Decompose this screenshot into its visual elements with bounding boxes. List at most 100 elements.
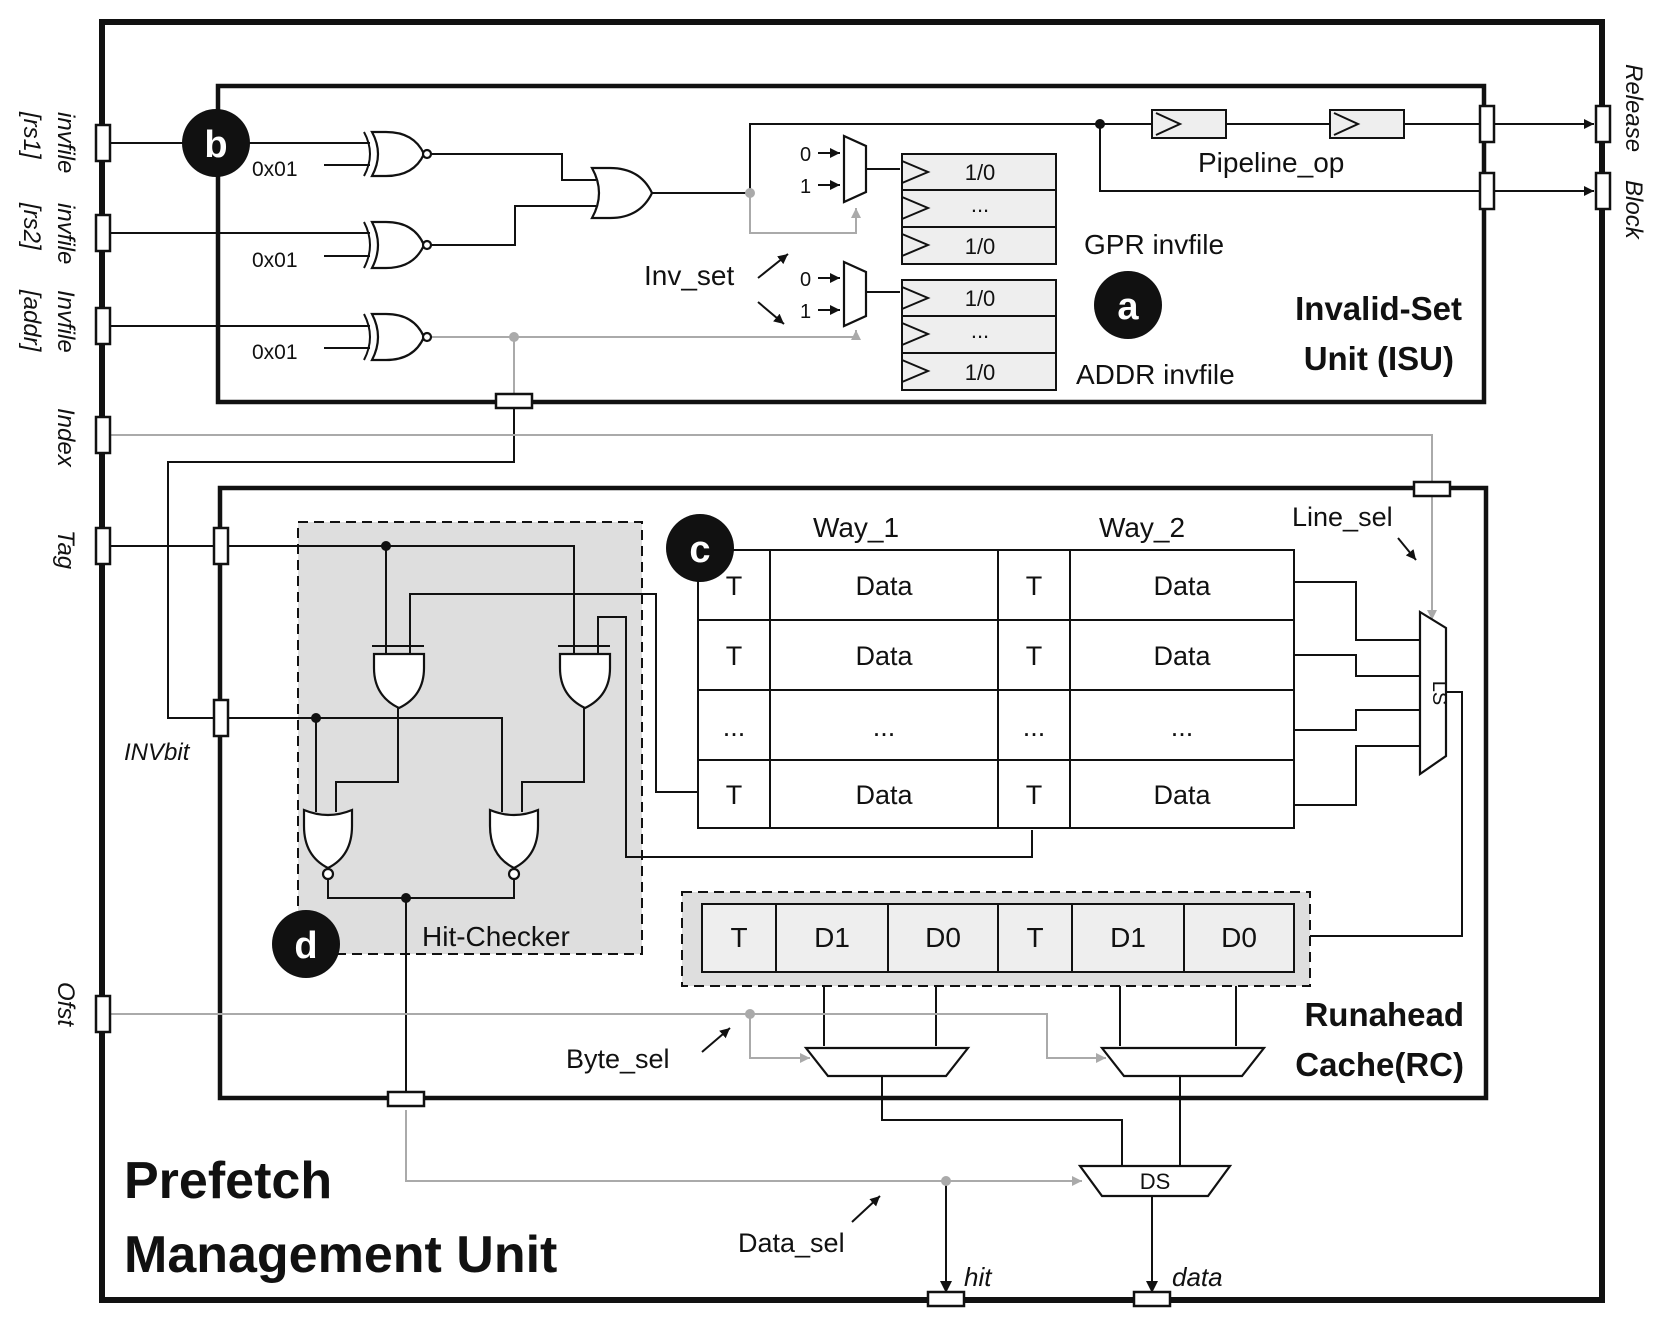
- const-label-1: 0x01: [252, 158, 298, 181]
- const-label-2: 0x01: [252, 249, 298, 272]
- badge-a: a: [1094, 271, 1162, 339]
- port-label-hit: hit: [964, 1262, 993, 1292]
- svg-text:D0: D0: [925, 922, 961, 953]
- gpr-bit-1: 1/0: [965, 160, 996, 185]
- line-sel-label: Line_sel: [1292, 502, 1393, 532]
- isu-block: [215, 83, 1487, 405]
- port-labels-right: Release Block: [1620, 64, 1647, 241]
- svg-text:...: ...: [723, 712, 746, 742]
- port-label-rs2-a: invfile: [52, 203, 79, 264]
- byte-sel-label: Byte_sel: [566, 1044, 670, 1074]
- port-label-release: Release: [1620, 64, 1647, 152]
- addr-dots: ...: [971, 318, 989, 343]
- rc-buffer: [701, 903, 1295, 973]
- rc-title-line2: Cache(RC): [1295, 1046, 1464, 1083]
- svg-text:Data: Data: [855, 641, 913, 671]
- cache-row-dots: ... ... ... ...: [723, 712, 1194, 742]
- port-label-addr-b: [addr]: [18, 289, 45, 353]
- svg-text:D1: D1: [814, 922, 850, 953]
- pipeline-ff-2: [1329, 109, 1405, 139]
- gpr-mux-in1: 1: [800, 176, 811, 198]
- gpr-invfile-label: GPR invfile: [1084, 229, 1224, 260]
- port-label-block: Block: [1620, 180, 1647, 241]
- ls-label: LS: [1428, 681, 1450, 705]
- port-label-tag: Tag: [52, 530, 79, 570]
- port-label-rs1-b: [rs1]: [18, 111, 45, 160]
- pmu-title-line2: Management Unit: [124, 1226, 557, 1284]
- isu-wires: [110, 119, 1594, 397]
- rc-block: [217, 485, 1489, 1101]
- gpr-mux: [842, 134, 868, 204]
- svg-text:...: ...: [873, 712, 896, 742]
- svg-text:T: T: [726, 571, 743, 601]
- addr-invfile-label: ADDR invfile: [1076, 359, 1235, 390]
- badge-d: d: [272, 910, 340, 978]
- way2-label: Way_2: [1099, 512, 1185, 543]
- addr-mux-in0: 0: [800, 269, 811, 291]
- const-label-3: 0x01: [252, 341, 298, 364]
- svg-text:Data: Data: [1153, 571, 1211, 601]
- gpr-invfile-register: [901, 153, 1057, 265]
- svg-text:D1: D1: [1110, 922, 1146, 953]
- port-label-invbit: INVbit: [124, 739, 191, 766]
- or-gate-isu: [590, 166, 654, 220]
- svg-text:...: ...: [1023, 712, 1046, 742]
- data-sel-label: Data_sel: [738, 1228, 845, 1258]
- way1-label: Way_1: [813, 512, 899, 543]
- svg-text:c: c: [689, 529, 710, 571]
- svg-text:Data: Data: [1153, 780, 1211, 810]
- svg-text:T: T: [730, 922, 747, 953]
- pmu-title-line1: Prefetch: [124, 1152, 332, 1210]
- svg-text:T: T: [1026, 571, 1043, 601]
- isu-title-line2: Unit (ISU): [1304, 340, 1454, 377]
- nor-gate-way1: [302, 808, 354, 881]
- xnor-gate-rs1: [363, 130, 433, 178]
- rc-buffer-labels: T D1 D0 T D1 D0: [730, 922, 1256, 953]
- port-label-rs2-b: [rs2]: [18, 202, 45, 251]
- nor-gate-way2: [488, 808, 540, 881]
- port-labels-left: invfile [rs1] invfile [rs2] Invfile [add…: [18, 111, 79, 1027]
- gpr-dots: ...: [971, 192, 989, 217]
- badge-b: b: [182, 109, 250, 177]
- svg-text:d: d: [294, 925, 317, 967]
- port-label-index: Index: [52, 408, 79, 468]
- badge-c: c: [666, 514, 734, 582]
- port-label-addr-a: Invfile: [52, 290, 79, 353]
- port-pins: [94, 104, 1612, 1308]
- port-label-rs1-a: invfile: [52, 112, 79, 173]
- xnor-gate-addr: [363, 312, 433, 362]
- cache-table: [697, 549, 1295, 829]
- svg-text:D0: D0: [1221, 922, 1257, 953]
- svg-text:Data: Data: [855, 571, 913, 601]
- svg-text:...: ...: [1171, 712, 1194, 742]
- svg-text:T: T: [1026, 641, 1043, 671]
- svg-text:T: T: [1026, 780, 1043, 810]
- byte-mux-1: [803, 1046, 971, 1078]
- xnor-gate-rs2: [363, 220, 433, 270]
- addr-invfile-register: [901, 279, 1057, 391]
- gpr-mux-in0: 0: [800, 144, 811, 166]
- byte-mux-2: [1099, 1046, 1267, 1078]
- rc-wires: [110, 402, 1463, 1293]
- addr-bit-1: 1/0: [965, 286, 996, 311]
- addr-bit-2: 1/0: [965, 360, 996, 385]
- gpr-bit-2: 1/0: [965, 234, 996, 259]
- xor-gate-way1: [372, 645, 426, 710]
- pipeline-ff-1: [1151, 109, 1227, 139]
- ds-label: DS: [1140, 1169, 1171, 1194]
- hit-checker-label: Hit-Checker: [422, 921, 570, 952]
- addr-mux: [842, 260, 868, 328]
- pmu-block: [99, 19, 1605, 1303]
- isu-title-line1: Invalid-Set: [1295, 290, 1462, 327]
- addr-mux-in1: 1: [800, 301, 811, 323]
- svg-text:T: T: [726, 641, 743, 671]
- cache-row-2: T Data T Data: [726, 641, 1212, 671]
- xor-gate-way2: [558, 645, 612, 710]
- svg-text:T: T: [726, 780, 743, 810]
- hit-checker-region: [297, 521, 643, 955]
- svg-text:a: a: [1117, 286, 1139, 328]
- ds-mux: [1077, 1164, 1233, 1198]
- pipeline-op-label: Pipeline_op: [1198, 147, 1344, 178]
- line-selector-mux: [1418, 610, 1448, 777]
